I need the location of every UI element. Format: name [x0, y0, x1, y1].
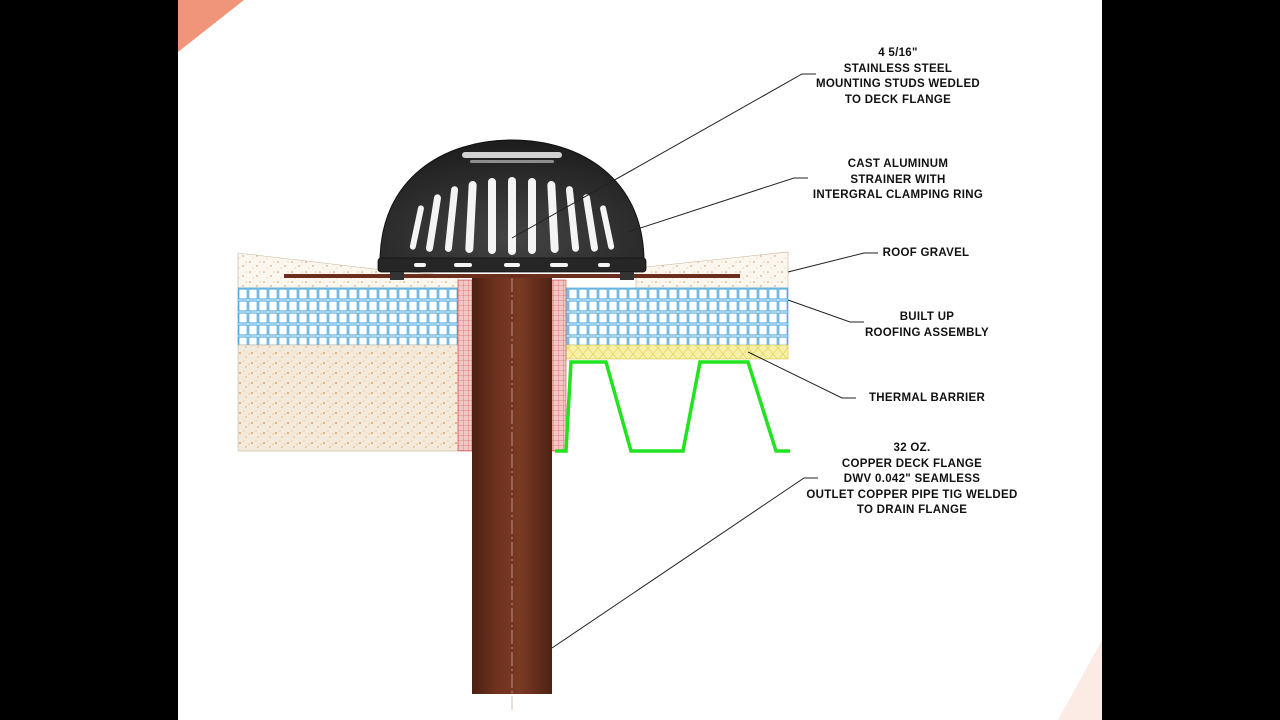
- callout-roofing-assembly: BUILT UP ROOFING ASSEMBLY: [854, 310, 1000, 341]
- callout-line: CAST ALUMINUM: [847, 158, 949, 170]
- copper-deck-flange: [284, 274, 740, 278]
- steel-deck-profile: [555, 360, 790, 453]
- leader-lines: [511, 73, 878, 649]
- callout-line: THERMAL BARRIER: [868, 392, 986, 404]
- callout-mounting-studs: 4 5/16" STAINLESS STEEL MOUNTING STUDS W…: [806, 46, 990, 108]
- callout-line: 32 OZ.: [893, 442, 931, 454]
- roof-drain-section-drawing: [178, 0, 1102, 720]
- thermal-barrier: [565, 344, 789, 360]
- callout-line: ROOFING ASSEMBLY: [864, 326, 990, 339]
- callout-line: STRAINER WITH: [850, 173, 946, 186]
- callout-line: 4 5/16": [878, 47, 918, 59]
- strainer-dome: [377, 139, 647, 280]
- callout-strainer: CAST ALUMINUM STRAINER WITH INTERGRAL CL…: [800, 157, 996, 204]
- pipe-sleeve-left: [457, 279, 473, 452]
- callout-line: DWV 0.042" SEAMLESS: [843, 473, 981, 485]
- roof-gravel-right: [635, 251, 789, 289]
- roofing-assembly-right: [565, 287, 789, 346]
- callout-copper-flange: 32 OZ. COPPER DECK FLANGE DWV 0.042" SEA…: [806, 441, 1018, 519]
- callout-line: BUILT UP: [899, 311, 955, 323]
- callout-line: STAINLESS STEEL: [843, 62, 953, 75]
- callout-line: COPPER DECK FLANGE: [841, 457, 983, 470]
- callout-line: TO DRAIN FLANGE: [856, 504, 968, 516]
- callout-line: INTERGRAL CLAMPING RING: [812, 189, 984, 201]
- callout-thermal-barrier: THERMAL BARRIER: [854, 391, 1000, 407]
- callout-line: OUTLET COPPER PIPE TIG WELDED: [806, 488, 1018, 501]
- insulation-left: [237, 344, 459, 452]
- roofing-assembly-left: [237, 287, 459, 346]
- callout-line: TO DECK FLANGE: [844, 93, 952, 106]
- accent-corner: [178, 0, 244, 52]
- callout-line: ROOF GRAVEL: [882, 247, 970, 259]
- pipe-sleeve-right: [551, 279, 567, 452]
- callout-roof-gravel: ROOF GRAVEL: [868, 246, 984, 262]
- callout-line: MOUNTING STUDS WEDLED: [815, 78, 981, 90]
- slide: 4 5/16" STAINLESS STEEL MOUNTING STUDS W…: [178, 0, 1102, 720]
